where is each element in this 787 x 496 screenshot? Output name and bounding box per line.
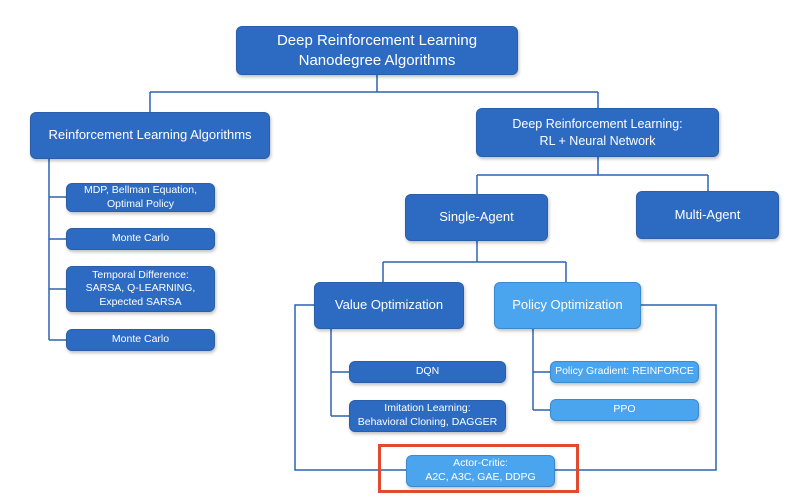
actor-critic-node: Actor-Critic: A2C, A3C, GAE, DDPG — [406, 455, 555, 487]
connector — [555, 304, 717, 471]
ppo-node: PPO — [550, 399, 699, 421]
temporal-difference-node: Temporal Difference: SARSA, Q-LEARNING, … — [66, 266, 215, 312]
single-agent-node: Single-Agent — [405, 194, 548, 241]
policy-optimization-node: Policy Optimization — [494, 282, 641, 329]
imitation-learning-node: Imitation Learning: Behavioral Cloning, … — [349, 400, 506, 432]
policy-gradient-node: Policy Gradient: REINFORCE — [550, 361, 699, 383]
connector — [294, 304, 406, 471]
value-optimization-node: Value Optimization — [314, 282, 464, 329]
root-node: Deep Reinforcement Learning Nanodegree A… — [236, 26, 518, 75]
monte-carlo-node-2: Monte Carlo — [66, 329, 215, 351]
monte-carlo-node-1: Monte Carlo — [66, 228, 215, 250]
rl-algorithms-node: Reinforcement Learning Algorithms — [30, 112, 270, 159]
actor-critic-highlight-box — [378, 444, 579, 493]
dqn-node: DQN — [349, 361, 506, 383]
mdp-node: MDP, Bellman Equation, Optimal Policy — [66, 183, 215, 212]
multi-agent-node: Multi-Agent — [636, 191, 779, 239]
deep-rl-node: Deep Reinforcement Learning: RL + Neural… — [476, 108, 719, 157]
